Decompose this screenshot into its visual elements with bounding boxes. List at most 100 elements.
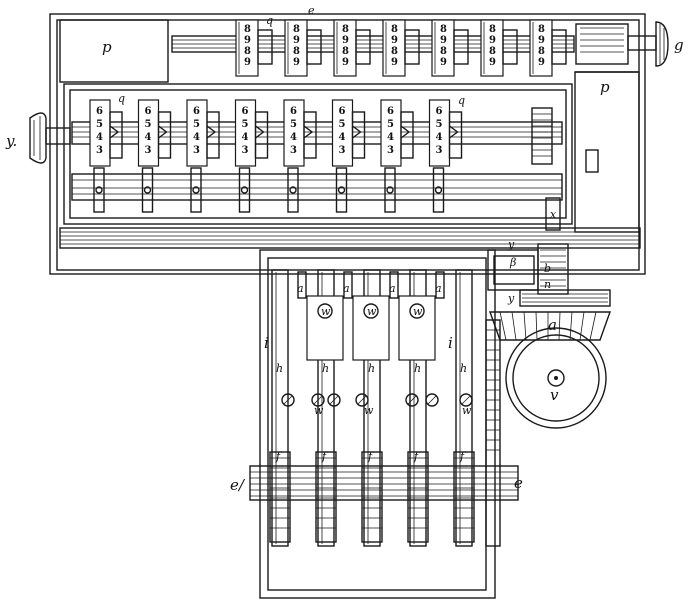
label-p-top-left: p — [102, 38, 112, 56]
screw-label: w — [462, 404, 472, 417]
counter-digit: 9 — [293, 57, 300, 68]
counter-digit: 4 — [145, 132, 152, 143]
counter-digit: 9 — [342, 35, 349, 46]
key-post-label: a — [343, 282, 350, 295]
counter-digit: 9 — [489, 57, 496, 68]
counter-digit: 5 — [290, 119, 297, 130]
counter-digit: 8 — [440, 46, 447, 57]
counter-digit: 4 — [242, 132, 249, 143]
label-e-top: e — [308, 4, 315, 17]
counter-digit: 3 — [290, 145, 297, 156]
screw — [355, 393, 369, 407]
screw — [311, 393, 325, 407]
counter-digit: 6 — [145, 106, 152, 117]
key-label: i — [264, 334, 269, 352]
right-knob — [575, 21, 669, 67]
key-top: w — [306, 295, 344, 361]
label-e-right: e — [514, 474, 523, 492]
counter-digit: 8 — [538, 24, 545, 35]
lower-label: f — [413, 450, 420, 463]
counter-digit: 4 — [436, 132, 443, 143]
counter-wheel-mid: 6 5 4 3 — [137, 99, 172, 213]
counter-digit: 6 — [387, 106, 394, 117]
counter-digit: 3 — [387, 145, 394, 156]
pin-label: h — [322, 362, 329, 375]
counter-digit: 9 — [391, 35, 398, 46]
key-post: a — [435, 271, 445, 299]
screw — [459, 393, 473, 407]
counter-digit: 5 — [436, 119, 443, 130]
label-n-small: n — [544, 278, 551, 291]
counter-digit: 3 — [436, 145, 443, 156]
counter-digit: 9 — [342, 57, 349, 68]
counter-digit: 8 — [244, 46, 251, 57]
lower-label: f — [367, 450, 374, 463]
counter-digit: 9 — [293, 35, 300, 46]
counter-digit: 6 — [290, 106, 297, 117]
lower-label: f — [275, 450, 282, 463]
screw — [281, 393, 295, 407]
screw-label: w — [314, 404, 324, 417]
screw — [327, 393, 341, 407]
counter-digit: 5 — [242, 119, 249, 130]
counter-digit: 8 — [489, 46, 496, 57]
mid-right-gear — [531, 107, 599, 231]
counter-digit: 6 — [339, 106, 346, 117]
key-top-label: w — [367, 305, 377, 318]
counter-digit: 8 — [391, 46, 398, 57]
key-lever: ihf — [448, 269, 475, 547]
disc-wheel — [505, 327, 607, 429]
counter-digit: 5 — [96, 119, 103, 130]
key-post-label: a — [297, 282, 304, 295]
counter-digit: 9 — [538, 35, 545, 46]
left-knob — [29, 112, 71, 164]
counter-wheel-mid: 6 5 4 3 — [428, 99, 463, 213]
counter-digit: 3 — [145, 145, 152, 156]
counter-digit: 8 — [489, 24, 496, 35]
counter-digit: 5 — [145, 119, 152, 130]
label-beta: β — [509, 256, 516, 269]
counter-digit: 8 — [293, 46, 300, 57]
key-top-label: w — [413, 305, 423, 318]
label-v-wheel: v — [550, 386, 559, 404]
counter-digit: 9 — [244, 35, 251, 46]
counter-digit: 3 — [96, 145, 103, 156]
counter-digit: 9 — [440, 35, 447, 46]
counter-digit: 8 — [391, 24, 398, 35]
key-post-label: a — [435, 282, 442, 295]
counter-digit: 6 — [96, 106, 103, 117]
key-assembly: ihfihfihfihfihfwwwaaaa — [264, 269, 475, 547]
counter-digit: 6 — [436, 106, 443, 117]
label-y-small: y — [507, 238, 515, 251]
counter-wheel-mid: 6 5 4 3 — [380, 99, 414, 213]
key-top: w — [398, 295, 436, 361]
label-q-mid: q — [118, 92, 125, 105]
counter-digit: 6 — [242, 106, 249, 117]
counter-digit: 4 — [387, 132, 394, 143]
label-b-small: b — [544, 262, 551, 275]
vertical-rack — [485, 319, 501, 547]
key-post: a — [389, 271, 399, 299]
key-lever: ihf — [264, 269, 291, 547]
counter-digit: 8 — [538, 46, 545, 57]
counter-digit: 3 — [193, 145, 200, 156]
screw-label: w — [364, 404, 374, 417]
frame-outline — [49, 13, 646, 599]
counter-digit: 3 — [339, 145, 346, 156]
lower-label: f — [321, 450, 328, 463]
counter-digit: 9 — [391, 57, 398, 68]
counter-digit: 5 — [387, 119, 394, 130]
pin-label: h — [414, 362, 421, 375]
screw — [405, 393, 419, 407]
